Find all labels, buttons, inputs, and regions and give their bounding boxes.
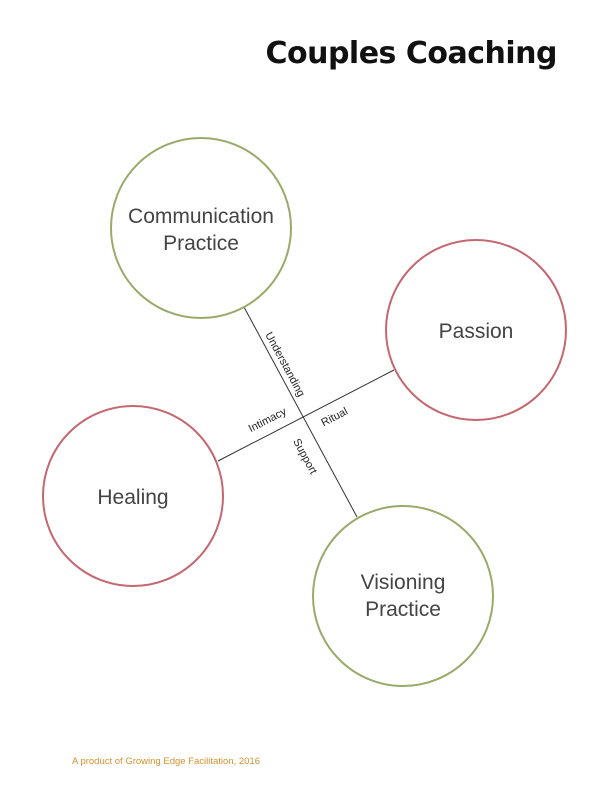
communication-circle bbox=[110, 137, 292, 319]
connector-horizontal bbox=[217, 369, 395, 462]
connector-vertical bbox=[243, 306, 358, 518]
visioning-label-line1: Visioning bbox=[361, 571, 446, 594]
intimacy-label: Intimacy bbox=[247, 405, 289, 435]
passion-circle bbox=[385, 239, 567, 421]
communication-label-line2: Practice bbox=[163, 232, 239, 255]
understanding-label: Understanding bbox=[262, 330, 306, 399]
passion-label: Passion bbox=[439, 320, 514, 343]
ritual-label: Ritual bbox=[319, 406, 349, 430]
healing-label: Healing bbox=[97, 486, 168, 509]
communication-label-line1: Communication bbox=[128, 205, 274, 228]
support-label: Support bbox=[290, 437, 319, 477]
footer-credit: A product of Growing Edge Facilitation, … bbox=[72, 756, 261, 767]
visioning-circle bbox=[312, 505, 494, 687]
page-title: Couples Coaching bbox=[265, 36, 557, 71]
healing-circle bbox=[42, 405, 224, 587]
visioning-label-line2: Practice bbox=[365, 598, 441, 621]
